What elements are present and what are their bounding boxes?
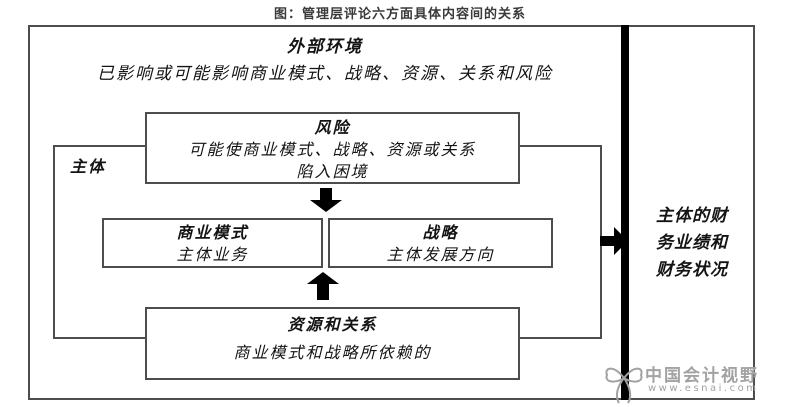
strategy-heading: 战略 — [422, 223, 459, 242]
risk-box: 风险 可能使商业模式、战略、资源或关系 陷入困境 — [145, 112, 520, 184]
outcome-line3: 财务状况 — [656, 260, 728, 280]
external-environment-heading: 外部环境 — [287, 37, 363, 57]
risk-heading: 风险 — [314, 118, 351, 137]
outcome-line2: 务业绩和 — [656, 233, 728, 253]
business-model-description: 主体业务 — [176, 245, 249, 264]
business-model-heading: 商业模式 — [176, 223, 249, 242]
watermark-brand: 中国会计视野 — [645, 366, 759, 386]
strategy-description: 主体发展方向 — [386, 245, 495, 264]
external-environment-description: 已影响或可能影响商业模式、战略、资源、关系和风险 — [97, 64, 553, 84]
esnai-logo-icon — [605, 367, 643, 404]
strategy-box: 战略 主体发展方向 — [328, 218, 553, 268]
risk-line2: 陷入困境 — [296, 162, 369, 181]
arrow-up-icon — [307, 272, 339, 300]
risk-line1: 可能使商业模式、战略、资源或关系 — [188, 140, 477, 159]
resources-relationships-description: 商业模式和战略所依赖的 — [233, 343, 432, 362]
resources-relationships-heading: 资源和关系 — [287, 315, 378, 334]
business-model-box: 商业模式 主体业务 — [102, 218, 323, 268]
entity-label: 主体 — [70, 157, 107, 176]
figure-title: 图：管理层评论六方面具体内容间的关系 — [273, 7, 526, 22]
financial-outcome-text: 主体的财 务业绩和 财务状况 — [630, 203, 754, 284]
arrow-right-icon — [600, 227, 628, 255]
divider-bar — [621, 25, 629, 400]
watermark-url: www.esnai.com — [648, 383, 759, 394]
outcome-line1: 主体的财 — [656, 206, 728, 226]
arrow-down-icon — [310, 188, 342, 212]
resources-relationships-box: 资源和关系 商业模式和战略所依赖的 — [145, 307, 520, 380]
